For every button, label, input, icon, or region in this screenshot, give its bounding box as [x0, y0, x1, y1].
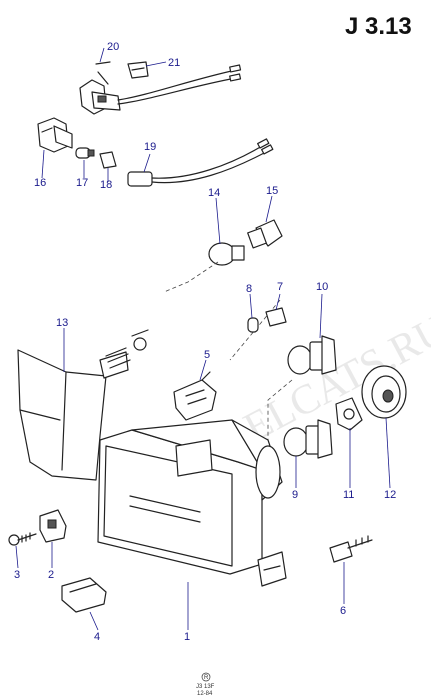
- label-part-15: 15: [266, 185, 278, 197]
- label-part-17: 17: [76, 177, 88, 189]
- part-6-adjuster-screw: [329, 535, 373, 563]
- part-7-small-holder: [265, 307, 287, 327]
- part-8-small-bulb: [247, 317, 259, 333]
- label-part-5: 5: [204, 349, 210, 361]
- part-12-rubber-cover: [361, 365, 407, 419]
- part-17-bulb: [75, 147, 95, 159]
- label-part-8: 8: [246, 283, 252, 295]
- label-part-4: 4: [94, 631, 100, 643]
- footer-code: J3 13F: [196, 684, 215, 690]
- page-code: J 3.13: [345, 13, 412, 40]
- label-part-20: 20: [107, 41, 119, 53]
- part-16-holder-housing: [37, 117, 73, 153]
- part-5-adjuster-bracket: [173, 371, 217, 421]
- label-part-7: 7: [277, 281, 283, 293]
- label-part-13: 13: [56, 317, 68, 329]
- label-part-6: 6: [340, 605, 346, 617]
- label-part-3: 3: [14, 569, 20, 581]
- label-part-12: 12: [384, 489, 396, 501]
- part-11-retaining-clip: [335, 397, 363, 431]
- label-part-16: 16: [34, 177, 46, 189]
- footer-date: 12-84: [197, 691, 213, 697]
- part-14-bulb: [208, 242, 245, 266]
- part-18-socket: [99, 151, 117, 169]
- label-part-10: 10: [316, 281, 328, 293]
- part-10-halogen-bulb: [287, 335, 337, 375]
- label-part-19: 19: [144, 141, 156, 153]
- label-part-11: 11: [343, 489, 354, 501]
- label-part-1: 1: [184, 631, 190, 643]
- label-part-9: 9: [292, 489, 298, 501]
- part-1-headlamp: [97, 419, 287, 587]
- part-3-screw: [8, 532, 37, 546]
- label-part-18: 18: [100, 179, 112, 191]
- part-15-bulb-holder: [247, 219, 283, 249]
- label-part-21: 21: [168, 57, 180, 69]
- label-part-14: 14: [208, 187, 220, 199]
- label-part-2: 2: [48, 569, 54, 581]
- part-19-socket-wiring: [127, 138, 274, 187]
- footer-stamp-letter: R: [204, 675, 209, 681]
- part-13-indicator-lamp: [17, 329, 149, 481]
- footer-stamp: R J3 13F 12-84: [196, 672, 215, 697]
- part-4-bracket: [61, 577, 107, 613]
- part-2-connector: [39, 509, 67, 543]
- part-side-lamp-holder-wiring: [79, 61, 242, 115]
